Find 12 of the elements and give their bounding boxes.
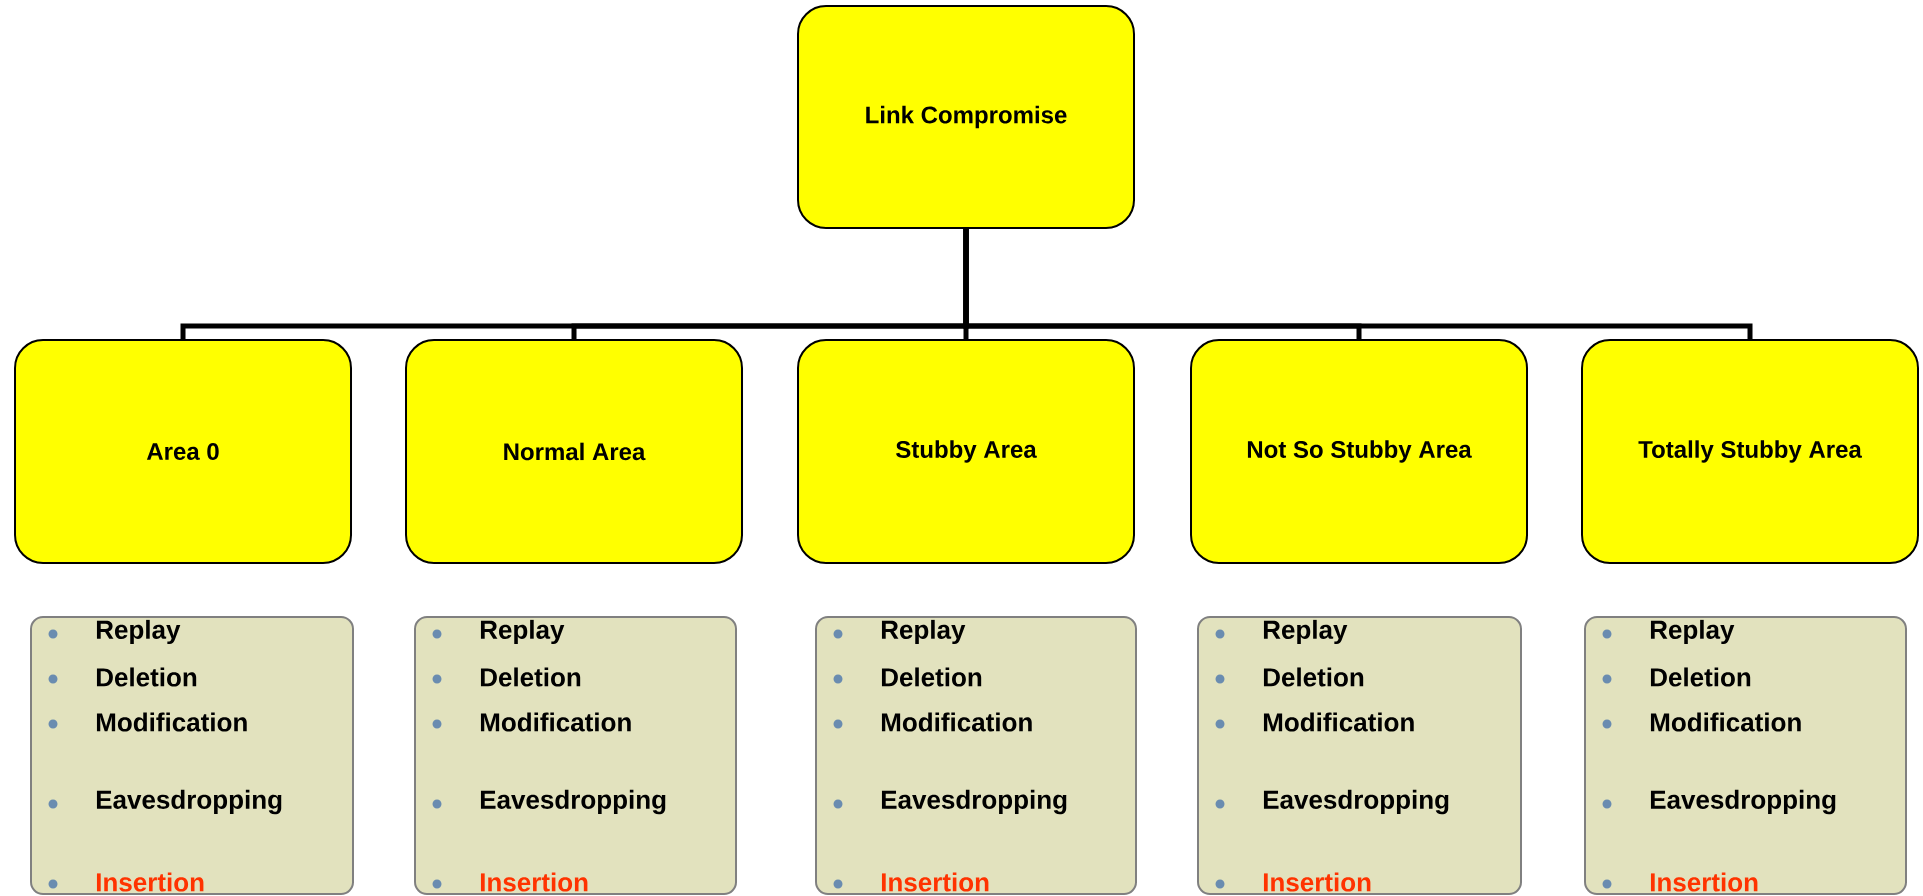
list-box: Replay Deletion Modification Eavesdropping Insertion (815, 616, 1137, 895)
connector-line (963, 229, 1753, 339)
list-box: Replay Deletion Modification Eavesdropping Insertion (1584, 616, 1907, 895)
area-box: Link Compromise (797, 5, 1135, 229)
area-box: Totally Stubby Area (1581, 339, 1919, 564)
list-box: Replay Deletion Modification Eavesdropping Insertion (30, 616, 354, 895)
area-box: Not So Stubby Area (1190, 339, 1528, 564)
area-box: Stubby Area (797, 339, 1135, 564)
area-box: Area 0 (14, 339, 352, 564)
list-box: Replay Deletion Modification Eavesdropping Insertion (1197, 616, 1522, 895)
area-box: Normal Area (405, 339, 743, 564)
list-box: Replay Deletion Modification Eavesdropping Insertion (414, 616, 737, 895)
